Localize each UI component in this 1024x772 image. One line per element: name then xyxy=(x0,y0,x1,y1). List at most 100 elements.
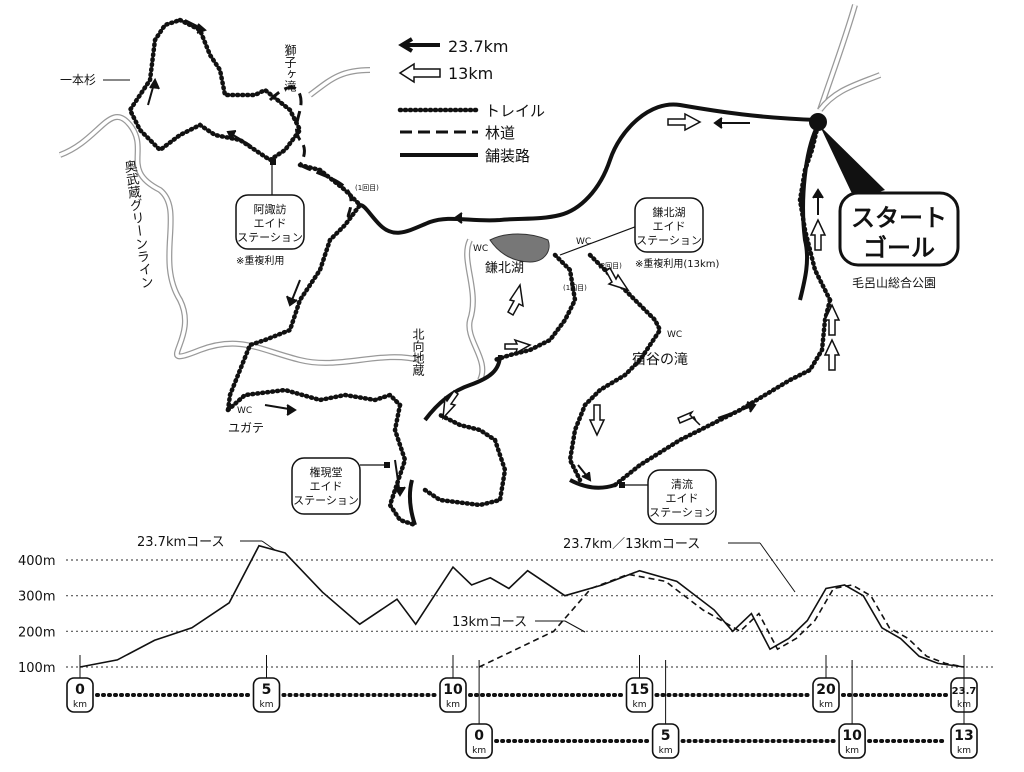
arrow-icon xyxy=(264,404,297,416)
profile-annotations: 23.7kmコース 13kmコース 23.7km／13kmコース xyxy=(137,535,796,633)
arrow-icon xyxy=(286,279,301,307)
label-kamakitako: 鎌北湖 xyxy=(485,261,524,276)
arrow-icon xyxy=(184,19,207,34)
series-line-13km xyxy=(478,573,965,668)
annotation-23-7km-course: 23.7kmコース xyxy=(137,535,225,550)
label-shukuya-falls: 宿谷の滝 xyxy=(632,351,688,368)
aid-station-seiryu: 清流エイドステーション xyxy=(619,469,717,525)
aid-note-asuwa: ※重複利用 xyxy=(236,254,284,267)
km-marker-value: 20 xyxy=(816,682,836,698)
km-marker-long-5: 5 km xyxy=(252,677,281,713)
label-wc-lake-east: WC xyxy=(576,237,591,247)
km-marker-value: 0 xyxy=(474,728,484,744)
aid-station-name: 清流エイドステーション xyxy=(649,477,715,519)
label-kitamukai-jizo: 北向地蔵 xyxy=(411,328,425,377)
trail-routes xyxy=(127,17,833,528)
start-goal-callout: スタート ゴール 毛呂山総合公園 xyxy=(820,126,960,290)
km-marker-short-5: 5 km xyxy=(651,723,680,759)
arrow-icon xyxy=(453,212,486,224)
y-tick-label: 400m xyxy=(18,554,55,569)
km-marker-short-0: 0 km xyxy=(465,723,493,759)
km-marker-unit: km xyxy=(819,700,833,710)
km-marker-value: 0 xyxy=(75,682,85,698)
km-marker-unit: km xyxy=(633,700,647,710)
elevation-profile: 400m 300m 200m 100m 23.7kmコース 13kmコース 23.7k… xyxy=(18,535,994,759)
km-marker-value: 15 xyxy=(630,682,649,698)
y-tick-label: 300m xyxy=(18,590,55,605)
direction-arrows xyxy=(147,19,824,497)
series-line-23-7km xyxy=(79,544,965,668)
km-marker-long-20: 20 km xyxy=(812,677,840,713)
legend-paved-road: 舗装路 xyxy=(485,147,530,165)
paved-roads xyxy=(359,102,820,526)
arrow-icon xyxy=(717,401,757,419)
label-okumusashi: 奥武蔵グリーンライン xyxy=(121,159,154,290)
start-label: スタート xyxy=(851,204,947,232)
aid-station-name: 権現堂エイドステーション xyxy=(293,465,359,507)
label-yugate: ユガテ xyxy=(228,421,264,435)
lake-kamakitako xyxy=(489,233,550,263)
y-tick-labels: 400m 300m 200m 100m xyxy=(18,554,55,676)
km-marker-long-10: 10 km xyxy=(439,677,467,713)
aid-note-kamakitako: ※重複利用(13km) xyxy=(635,257,720,270)
km-marker-long-15: 15 km xyxy=(625,677,654,713)
hollow-arrow-icon xyxy=(506,282,524,317)
km-marker-short-13: 13km xyxy=(950,723,978,759)
legend-forest-road: 林道 xyxy=(485,124,515,142)
label-wc-shukuya: WC xyxy=(667,330,682,340)
label-wc-lake-west: WC xyxy=(473,244,488,254)
hollow-arrow-icon xyxy=(588,404,606,437)
annotation-shared-course: 23.7km／13kmコース xyxy=(563,537,700,552)
gridlines xyxy=(66,559,994,668)
arrow-icon xyxy=(226,130,251,146)
goal-label: ゴール xyxy=(863,234,935,262)
direction-arrows-13km xyxy=(442,112,841,437)
arrow-icon xyxy=(577,464,592,482)
km-marker-unit: km xyxy=(446,700,460,710)
km-marker-value: 10 xyxy=(443,682,463,698)
aid-station-name: 鎌北湖エイドステーション xyxy=(636,205,702,247)
km-marker-unit: km xyxy=(260,700,274,710)
annotation-13km-course: 13kmコース xyxy=(452,615,527,630)
y-tick-label: 200m xyxy=(18,625,55,640)
forest-roads xyxy=(268,85,357,218)
hollow-arrow-icon xyxy=(823,303,841,336)
km-marker-value: 10 xyxy=(842,728,862,744)
arrow-icon xyxy=(147,77,160,106)
y-tick-label: 100m xyxy=(18,661,55,676)
km-marker-unit: km xyxy=(472,746,486,756)
aid-station-kamakitako: 鎌北湖エイドステーション ※重複利用(13km) xyxy=(559,197,720,270)
km-marker-unit: km xyxy=(845,746,859,756)
legend-arrow-long-icon xyxy=(398,37,440,53)
arrow-icon xyxy=(812,188,824,215)
label-first-pass-2: (1回目) xyxy=(563,284,587,292)
label-park: 毛呂山総合公園 xyxy=(852,275,936,290)
hollow-arrow-icon xyxy=(809,218,827,251)
km-marker-value: 5 xyxy=(262,682,272,698)
hollow-arrow-icon xyxy=(823,338,841,371)
hollow-arrow-icon xyxy=(504,338,532,355)
aid-station-name: 阿諏訪エイドステーション xyxy=(237,202,303,244)
label-second-pass: (2回目) xyxy=(598,262,622,270)
regional-roads xyxy=(58,4,882,382)
legend: 23.7km 13km トレイル 林道 舗装路 xyxy=(397,37,545,165)
km-marker-unit: km xyxy=(659,746,673,756)
label-shishigataki: 獅子ヶ滝 xyxy=(283,44,297,92)
km-marker-value: 13 xyxy=(954,728,973,744)
hollow-arrow-icon xyxy=(442,389,460,421)
km-marker-unit: km xyxy=(73,700,87,710)
km-marker-value: 5 xyxy=(661,728,671,744)
km-marker-long-0: 0 km xyxy=(66,677,94,713)
label-ipponsugi: 一本杉 xyxy=(60,73,96,87)
label-first-pass-1: (1回目) xyxy=(355,184,379,192)
place-labels: 一本杉 獅子ヶ滝 奥武蔵グリーンライン 鎌北湖 宿谷の滝 北向地蔵 ユガテ WC… xyxy=(60,44,688,435)
legend-long-course: 23.7km xyxy=(448,37,508,56)
aid-station-gongendo: 権現堂エイドステーション xyxy=(291,457,390,515)
legend-trail: トレイル xyxy=(485,102,545,120)
hollow-arrow-icon xyxy=(667,112,702,132)
aid-station-asuwa: 阿諏訪エイドステーション ※重複利用 xyxy=(235,159,305,267)
hollow-arrow-icon xyxy=(605,266,630,292)
